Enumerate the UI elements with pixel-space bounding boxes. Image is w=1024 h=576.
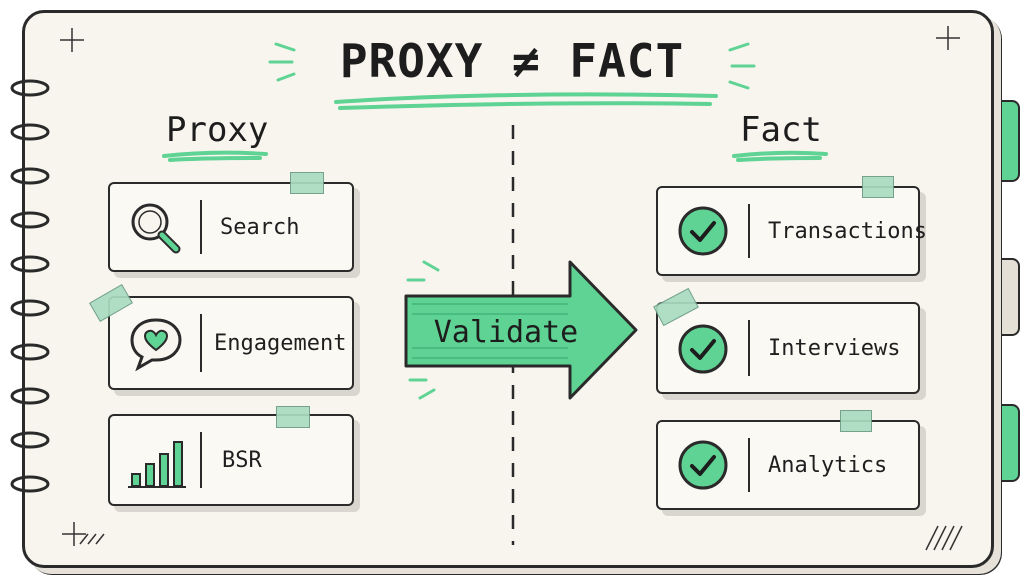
arrow-label: Validate [433,314,579,350]
tape-strip [862,176,894,198]
bar-chart-icon [128,441,186,488]
proxy-heading: Proxy [166,110,269,150]
check-circle-icon [678,324,728,374]
proxy-item-label: BSR [222,447,262,473]
check-circle-icon [678,206,728,256]
proxy-card-search: Search [108,182,354,272]
tape-strip [290,172,324,194]
tape-strip [276,406,310,428]
fact-item-label: Transactions [768,218,927,244]
magnifier-icon [131,203,181,254]
heading-underlines [162,150,828,162]
proxy-item-label: Search [220,214,300,240]
title-sparks [268,42,756,110]
proxy-card-engagement: Engagement [108,296,354,390]
fact-item-label: Analytics [768,452,888,478]
fact-card-analytics: Analytics [656,420,920,510]
fact-card-transactions: Transactions [656,186,927,276]
fact-card-interviews: Interviews [656,302,920,394]
tape-strip [840,410,872,432]
page-title: PROXY ≠ FACT [339,34,685,88]
fact-item-label: Interviews [768,335,901,361]
fact-heading: Fact [740,110,822,150]
proxy-item-label: Engagement [214,330,347,356]
spiral-binding [10,79,50,493]
heart-chat-icon [130,318,182,372]
proxy-card-bsr: BSR [108,414,354,506]
check-circle-icon [678,440,728,490]
